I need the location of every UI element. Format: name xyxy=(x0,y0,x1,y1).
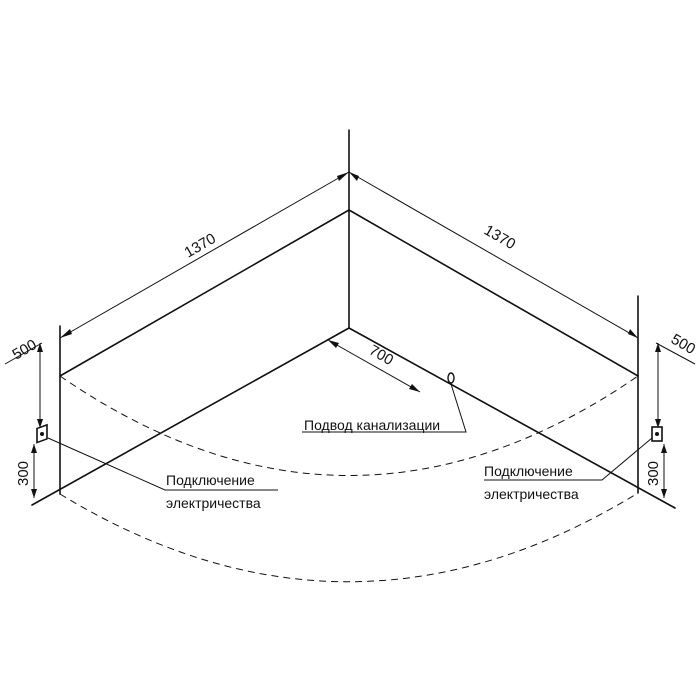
dim-700-label: 700 xyxy=(366,342,396,369)
dim-arrow xyxy=(655,343,661,352)
left-rim-line xyxy=(59,209,350,377)
right-power-leader-line xyxy=(484,437,653,481)
left-floor-line xyxy=(31,327,350,506)
dim-500-right-leader xyxy=(655,342,696,365)
right-power-label-line2: электричества xyxy=(484,486,579,502)
dim-arrow xyxy=(37,419,43,428)
left-socket-hole-icon xyxy=(40,432,44,436)
dim-arrow xyxy=(409,384,420,392)
drain-outlet-icon xyxy=(447,372,455,384)
drain-label: Подвод канализации xyxy=(304,417,440,433)
dim-arrow xyxy=(661,444,667,453)
dim-arrow xyxy=(655,419,661,428)
dim-1370-right-label: 1370 xyxy=(481,222,518,253)
dim-500-right-label: 500 xyxy=(668,331,698,358)
dim-arrow xyxy=(661,489,667,498)
dim-300-right-label: 300 xyxy=(645,461,662,486)
dim-arrow xyxy=(60,329,72,338)
dim-500-left-leader xyxy=(4,342,43,365)
dim-arrow xyxy=(31,444,37,453)
dim-arrow xyxy=(31,489,37,498)
dim-700-extension xyxy=(326,329,346,341)
right-rim-line xyxy=(348,209,639,377)
left-power-label-line1: Подключение xyxy=(166,472,255,488)
drain-leader-line xyxy=(302,383,467,433)
dim-arrow xyxy=(328,340,339,348)
dim-1370-right-line xyxy=(348,171,639,339)
right-floor-line xyxy=(348,327,676,509)
dim-300-left-label: 300 xyxy=(15,461,32,486)
dim-arrow xyxy=(349,172,359,181)
dim-700-line xyxy=(327,339,421,393)
dim-arrow xyxy=(337,172,349,181)
right-power-label-line1: Подключение xyxy=(484,463,573,479)
dim-arrow xyxy=(37,343,43,352)
dim-1370-left-line xyxy=(59,171,350,339)
dim-1370-left-label: 1370 xyxy=(182,230,219,261)
dim-arrow xyxy=(628,329,638,338)
right-socket-hole-icon xyxy=(655,432,659,436)
left-power-label-line2: электричества xyxy=(166,495,261,511)
left-power-leader-line xyxy=(47,437,278,491)
outer-bath-arc xyxy=(59,492,639,583)
